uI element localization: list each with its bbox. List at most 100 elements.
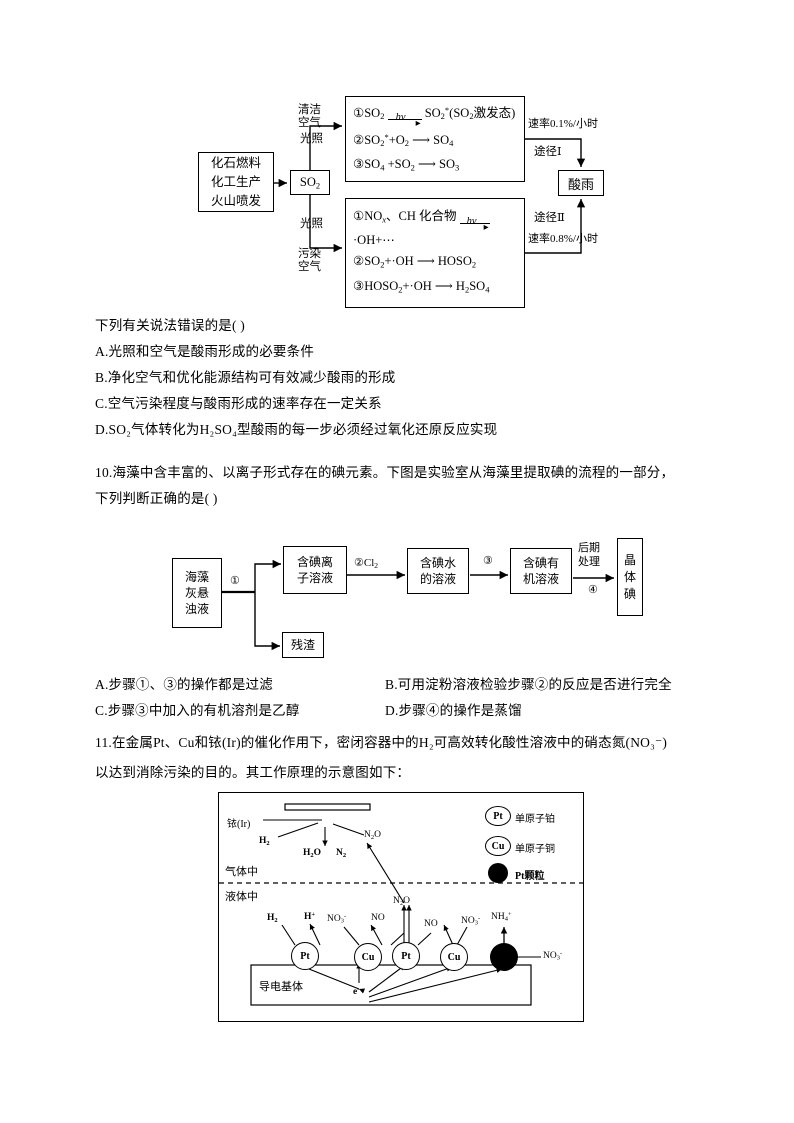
org-line-0: 含碘有 <box>522 556 559 570</box>
path-1-label: 途径Ⅰ <box>534 146 562 158</box>
crystal-iodine-box: 晶 体 碘 <box>617 538 643 616</box>
site-4-in-label: NO3- <box>461 915 481 927</box>
step-2-label: ②Cl2 <box>354 557 378 571</box>
electron-label: e- <box>353 986 360 997</box>
iodide-solution-box: 含碘离 子溶液 <box>283 546 347 594</box>
q9-option-d[interactable]: D.SO₂气体转化为H₂SO₄型酸雨的每一步必须经过氧化还原反应实现 <box>95 422 498 437</box>
organic-solution-box: 含碘有 机溶液 <box>510 548 572 594</box>
eq-2-2: ·OH+⋯ <box>353 233 395 248</box>
post-line-0: 后期 <box>578 542 600 554</box>
acid-rain-box: 酸雨 <box>558 170 604 196</box>
step-4-label: ④ <box>588 584 598 596</box>
start-line-0: 海藻 <box>184 570 209 584</box>
start-line-2: 浊液 <box>184 602 209 616</box>
catalysis-diagram: 铱(Ir) H2 H2O N2 N2O 气体中 液体中 N₂O H2 H+ NO… <box>218 792 585 1022</box>
liquid-n2o-label: N₂O <box>393 896 411 906</box>
ion-line-1: 子溶液 <box>296 571 333 585</box>
q9-option-c[interactable]: C.空气污染程度与酸雨形成的速率存在一定关系 <box>95 396 382 411</box>
so2-label: SO2 <box>299 174 321 191</box>
q11-stem-line-2: 以达到消除污染的目的。其工作原理的示意图如下： <box>95 765 411 780</box>
q10-stem-line-2: 下列判断正确的是( ) <box>95 491 218 506</box>
water-line-0: 含碘水 <box>419 556 456 570</box>
iridium-label: 铱(Ir) <box>227 819 251 830</box>
reaction-box-clean: ①SO2 hv ▸ SO2*(SO2激发态) ②SO2*+O2 ⟶ SO4 ③S… <box>345 96 525 182</box>
post-treatment-label: 后期 处理 <box>578 541 600 569</box>
eq-1-2: ②SO2*+O2 ⟶ SO4 <box>353 131 454 148</box>
legend-particle-text: Pt颗粒 <box>515 871 545 882</box>
source-box: 化石燃料 化工生产 火山喷发 <box>198 152 274 212</box>
q9-option-b[interactable]: B.净化空气和优化能源结构可有效减少酸雨的形成 <box>95 370 396 385</box>
q10-stem-line-1: 10.海藻中含丰富的、以离子形式存在的碘元素。下图是实验室从海藻里提取碘的流程的… <box>95 465 675 480</box>
q10-option-a[interactable]: A.步骤①、③的操作都是过滤 <box>95 677 273 692</box>
gas-n2o-label: N2O <box>364 830 381 841</box>
legend-cu-marker: Cu <box>485 836 511 856</box>
clean-air-label: 清洁 空气 <box>298 104 321 130</box>
liquid-phase-label: 液体中 <box>225 891 258 903</box>
end-line-0: 晶 <box>623 552 636 567</box>
iodine-flow-diagram: 海藻 灰悬 浊液 ① 含碘离 子溶液 残渣 ②Cl2 含碘水 的溶液 ③ 含碘有… <box>0 520 794 670</box>
eq-2-4: ③HOSO2+·OH ⟶ H2SO4 <box>353 278 490 295</box>
org-line-1: 机溶液 <box>522 572 559 586</box>
gas-n2-label: N2 <box>336 848 347 859</box>
so2-box: SO2 <box>290 170 330 195</box>
legend-pt-marker: Pt <box>485 806 511 826</box>
catalysis-arrows <box>219 803 585 1006</box>
legend-particle-marker <box>488 863 508 883</box>
site-cu-2: Cu <box>440 943 468 971</box>
step-1-label: ① <box>230 575 240 587</box>
q10-option-b[interactable]: B.可用淀粉溶液检验步骤②的反应是否进行完全 <box>385 677 672 692</box>
clean-air-line-0: 清洁 <box>298 104 321 116</box>
legend-pt-text: 单原子铂 <box>515 814 555 825</box>
site-2-in-label: NO3- <box>327 913 347 925</box>
site-1-out-label: H+ <box>304 911 316 922</box>
gas-phase-label: 气体中 <box>225 866 258 878</box>
question-10-options: A.步骤①、③的操作都是过滤 B.可用淀粉溶液检验步骤②的反应是否进行完全 C.… <box>95 672 735 724</box>
q10-option-c[interactable]: C.步骤③中加入的有机溶剂是乙醇 <box>95 703 300 718</box>
eq-1-1: ①SO2 hv ▸ SO2*(SO2激发态) <box>353 104 516 130</box>
step-3-label: ③ <box>483 555 493 567</box>
path-2-label: 途径Ⅱ <box>534 212 565 224</box>
iodine-connectors <box>222 559 614 651</box>
post-line-1: 处理 <box>578 556 600 568</box>
source-line-2: 火山喷发 <box>210 193 261 208</box>
rate-1-label: 速率0.1%/小时 <box>528 118 598 130</box>
polluted-air-line-0: 污染 <box>298 248 321 260</box>
seaweed-ash-box: 海藻 灰悬 浊液 <box>172 558 222 628</box>
polluted-air-line-1: 空气 <box>298 261 321 273</box>
substrate-label: 导电基体 <box>259 981 303 993</box>
water-line-1: 的溶液 <box>419 572 456 586</box>
clean-air-line-1: 空气 <box>298 117 321 129</box>
site-pt-1: Pt <box>291 942 319 970</box>
rate-2-label: 速率0.8%/小时 <box>528 233 598 245</box>
site-pt-2: Pt <box>392 942 420 970</box>
ion-line-0: 含碘离 <box>296 555 333 569</box>
site-2-out-label: NO <box>371 913 385 923</box>
eq-1-3: ③SO4 +SO2 ⟶ SO3 <box>353 157 460 173</box>
q11-stem-line-1: 11.在金属Pt、Cu和铱(Ir)的催化作用下，密闭容器中的H₂可高效转化酸性溶… <box>95 735 668 750</box>
q9-option-a[interactable]: A.光照和空气是酸雨形成的必要条件 <box>95 344 315 359</box>
q9-stem: 下列有关说法错误的是( ) <box>95 318 245 333</box>
residue-box: 残渣 <box>282 632 324 658</box>
question-9-block: 下列有关说法错误的是( ) A.光照和空气是酸雨形成的必要条件 B.净化空气和优… <box>95 313 735 443</box>
eq-2-1: ①NOx、CH 化合物 hv ▸ <box>353 208 490 233</box>
source-line-0: 化石燃料 <box>210 155 261 170</box>
q10-option-d[interactable]: D.步骤④的操作是蒸馏 <box>385 703 522 718</box>
light-label-bottom: 光照 <box>300 218 323 230</box>
iodine-water-box: 含碘水 的溶液 <box>407 548 469 594</box>
site-3-out-label: NO <box>424 919 438 929</box>
polluted-air-label: 污染 空气 <box>298 248 321 274</box>
source-line-1: 化工生产 <box>210 174 261 189</box>
eq-2-3: ②SO2+·OH ⟶ HOSO2 <box>353 254 477 270</box>
reaction-box-polluted: ①NOx、CH 化合物 hv ▸ ·OH+⋯ ②SO2+·OH ⟶ HOSO2 … <box>345 198 525 308</box>
legend-cu-text: 单原子铜 <box>515 844 555 855</box>
end-line-1: 体 <box>623 569 636 584</box>
question-10-stem: 10.海藻中含丰富的、以离子形式存在的碘元素。下图是实验室从海藻里提取碘的流程的… <box>95 460 735 512</box>
question-11-stem: 11.在金属Pt、Cu和铱(Ir)的催化作用下，密闭容器中的H₂可高效转化酸性溶… <box>95 728 745 788</box>
start-line-1: 灰悬 <box>184 586 209 600</box>
gas-h2o-label: H2O <box>303 848 322 859</box>
acid-rain-diagram: 化石燃料 化工生产 火山喷发 SO2 清洁 空气 光照 光照 污染 空气 ①SO… <box>0 0 794 308</box>
site-pt-particle <box>490 943 518 971</box>
acid-rain-connectors <box>274 121 586 254</box>
site-5-in-label: NO3- <box>543 950 563 962</box>
